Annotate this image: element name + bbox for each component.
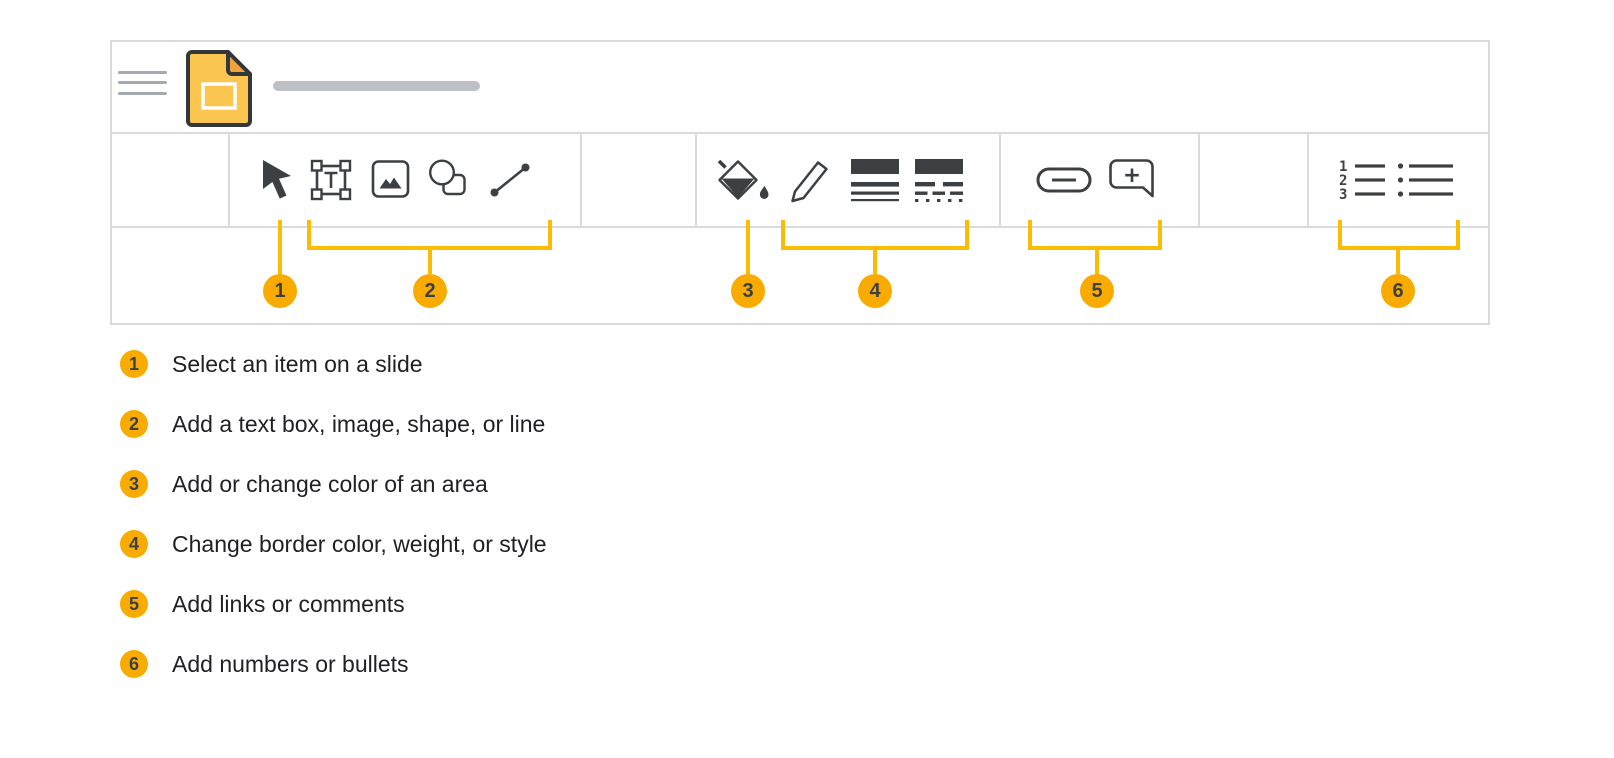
legend-number-badge: 6 <box>120 650 148 678</box>
line-icon <box>485 158 535 202</box>
toolbar-row: 1 2 3 <box>112 134 1488 228</box>
google-slides-icon <box>186 50 252 132</box>
border-color-button[interactable] <box>783 157 837 203</box>
legend-label: Add a text box, image, shape, or line <box>172 410 546 437</box>
toolbar-divider <box>695 134 697 226</box>
text-box-icon <box>308 158 354 202</box>
paint-bucket-icon <box>715 157 771 203</box>
callout-1-badge: 1 <box>263 274 297 308</box>
callout-3-stem <box>746 220 750 274</box>
legend-item-5: 5 Add links or comments <box>120 590 405 618</box>
add-comment-button[interactable] <box>1106 157 1158 203</box>
legend-item-2: 2 Add a text box, image, shape, or line <box>120 410 545 438</box>
legend-label: Select an item on a slide <box>172 350 423 377</box>
hamburger-menu-icon[interactable] <box>118 71 167 96</box>
callout-4-badge: 4 <box>858 274 892 308</box>
pencil-icon <box>783 157 837 203</box>
callout-3-badge: 3 <box>731 274 765 308</box>
callout-4-bracket <box>781 220 969 250</box>
callout-4-stem <box>873 250 877 274</box>
callout-2-stem <box>428 250 432 274</box>
legend-label: Add links or comments <box>172 590 405 617</box>
insert-image-button[interactable] <box>365 158 415 202</box>
shape-icon <box>426 158 474 202</box>
callout-6-bracket <box>1338 220 1460 250</box>
insert-shape-button[interactable] <box>426 158 474 202</box>
slides-app-frame: 1 2 3 <box>110 40 1490 325</box>
numbered-list-glyph: 2 <box>1339 173 1347 189</box>
toolbar-group-lists: 1 2 3 <box>1338 134 1456 226</box>
callout-5-bracket <box>1028 220 1162 250</box>
border-dash-button[interactable] <box>913 158 965 202</box>
insert-link-button[interactable] <box>1035 166 1093 194</box>
toolbar-divider <box>580 134 582 226</box>
callout-5-badge: 5 <box>1080 274 1114 308</box>
toolbar-group-select-insert <box>257 134 535 226</box>
border-dash-icon <box>913 158 965 202</box>
border-weight-button[interactable] <box>849 158 901 202</box>
callout-5-stem <box>1095 250 1099 274</box>
legend-number-badge: 5 <box>120 590 148 618</box>
toolbar-divider <box>228 134 230 226</box>
callout-2-bracket <box>307 220 552 250</box>
numbered-list-glyph: 3 <box>1339 187 1347 202</box>
bulleted-list-button[interactable] <box>1396 158 1456 202</box>
legend-label: Add or change color of an area <box>172 470 488 497</box>
toolbar-divider <box>1307 134 1309 226</box>
callout-2-badge: 2 <box>413 274 447 308</box>
numbered-list-glyph: 1 <box>1339 159 1347 175</box>
toolbar-divider <box>1198 134 1200 226</box>
link-icon <box>1035 166 1093 194</box>
border-weight-icon <box>849 158 901 202</box>
callout-1-stem <box>278 220 282 274</box>
legend-number-badge: 2 <box>120 410 148 438</box>
comment-plus-icon <box>1106 157 1158 203</box>
legend-item-6: 6 Add numbers or bullets <box>120 650 409 678</box>
bulleted-list-icon <box>1396 158 1456 202</box>
legend-number-badge: 4 <box>120 530 148 558</box>
toolbar-group-link-comment <box>1035 134 1158 226</box>
insert-line-button[interactable] <box>485 158 535 202</box>
text-box-button[interactable] <box>308 158 354 202</box>
numbered-list-icon: 1 2 3 <box>1338 158 1388 202</box>
image-icon <box>365 158 415 202</box>
app-header-row <box>112 42 1488 134</box>
fill-color-button[interactable] <box>715 157 771 203</box>
legend-label: Change border color, weight, or style <box>172 530 547 557</box>
numbered-list-button[interactable]: 1 2 3 <box>1338 158 1388 202</box>
cursor-arrow-icon <box>257 158 297 202</box>
callout-6-stem <box>1396 250 1400 274</box>
callout-6-badge: 6 <box>1381 274 1415 308</box>
toolbar-group-color-border <box>715 134 965 226</box>
legend-item-3: 3 Add or change color of an area <box>120 470 488 498</box>
toolbar-divider <box>999 134 1001 226</box>
legend-item-4: 4 Change border color, weight, or style <box>120 530 547 558</box>
legend-number-badge: 1 <box>120 350 148 378</box>
legend-number-badge: 3 <box>120 470 148 498</box>
select-button[interactable] <box>257 158 297 202</box>
legend-label: Add numbers or bullets <box>172 650 409 677</box>
document-title-placeholder[interactable] <box>273 81 480 91</box>
legend-item-1: 1 Select an item on a slide <box>120 350 423 378</box>
